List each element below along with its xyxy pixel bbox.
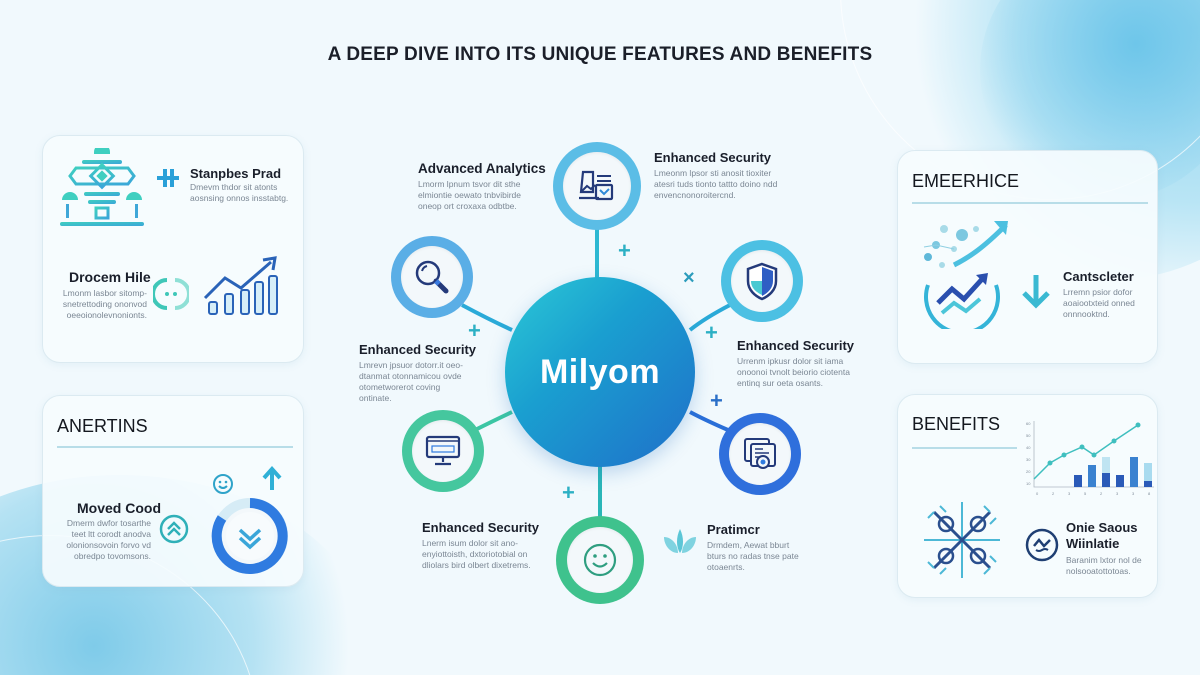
feature-title: Moved Cood [77,500,161,516]
feature-title-pratimcr: Pratimcr [707,522,760,537]
feature-title-enhanced-security: Enhanced Security [654,150,772,165]
search-icon [415,260,449,294]
feature-description: Drmdem, Aewat bburt bturs no radas tnse … [707,540,799,572]
plus-icon: + [468,318,481,343]
feature-description: Lnerm isum dolor sit ano- enyiottoisth, … [422,538,531,570]
svg-text:3: 3 [1132,491,1135,496]
feature-title: Onie Saous Wiinlatie [1066,520,1138,551]
wave-badge-icon [1025,528,1059,562]
svg-text:0: 0 [1036,491,1039,496]
progress-ring-icon [211,498,288,574]
svg-text:8: 8 [1148,491,1151,496]
feature-description: Dmerm dwfor tosarthe teet ltt corodt ano… [66,518,151,561]
crossed-tools-icon [924,502,1000,578]
feature-description: Baranim lxtor nol de nolsooatottotoas. [1066,555,1142,576]
shield-icon [746,262,778,301]
right-card-benefits: BENEFITS 60 50 40 30 20 10 0 2 3 5 2 3 3 8 [897,394,1158,598]
left-card-features: Stanpbes Prad Dmevm thdor sit atonts aos… [42,135,304,363]
feature-description: Lmonm lasbor sitomp- snetrettoding ononv… [62,288,147,320]
loading-dots-icon [153,278,189,310]
dashboard-gear-icon [744,438,776,469]
svg-text:50: 50 [1026,433,1031,438]
feature-title: Cantscleter [1063,269,1134,284]
node-lower-left[interactable] [402,410,484,492]
svg-text:10: 10 [1026,481,1031,486]
svg-text:2: 2 [1100,491,1103,496]
feature-title-enhanced-security: Enhanced Security [422,520,540,535]
svg-text:3: 3 [1068,491,1071,496]
arrow-down-icon [1022,275,1050,309]
page-title: A DEEP DIVE INTO ITS UNIQUE FEATURES AND… [327,44,873,65]
feature-description: Lmorm lpnum tsvor dit sthe elmiontie oew… [418,179,522,211]
card-divider [912,447,1017,449]
trend-growth-icon [923,221,1008,329]
left-card-anertins: ANERTINS Moved Cood Dmerm dwfor tosarthe… [42,395,304,587]
network-hub-icon [60,148,144,226]
svg-text:40: 40 [1026,445,1031,450]
svg-text:30: 30 [1026,457,1031,462]
card-heading: BENEFITS [912,414,1001,434]
card-divider [912,202,1148,204]
split-arrows-icon [157,169,179,187]
monitor-icon [425,435,461,466]
node-lower-right[interactable] [719,413,801,495]
leaf-sprout-icon [664,529,696,553]
document-check-icon [579,170,614,201]
node-upper-left[interactable] [391,236,473,318]
node-upper-right[interactable] [721,240,803,322]
plus-icon: + [710,388,723,413]
smiley-icon [213,474,233,494]
feature-description: Lmrevn jpsuor dotorr.it oeo- dtanmat oto… [359,360,463,403]
feature-title-advanced-analytics: Advanced Analytics [418,161,546,176]
feature-description: Lmeonm lpsor sti anosit tioxiter atesri … [654,168,778,200]
card-heading: EMEERHICE [912,171,1020,191]
mini-bar-line-chart: 60 50 40 30 20 10 0 2 3 5 2 3 3 8 [1026,421,1154,496]
hub-label: Milyom [539,352,661,391]
right-card-emeerhice: EMEERHICE Cantscleter Lrremn psior dofor… [897,150,1158,364]
card-heading: ANERTINS [57,416,148,436]
arrow-up-icon [262,466,282,490]
feature-title-enhanced-security: Enhanced Security [359,342,477,357]
node-top[interactable] [553,142,641,230]
close-x-icon: × [683,267,695,289]
feature-title-enhanced-security: Enhanced Security [737,338,855,353]
svg-text:3: 3 [1116,491,1119,496]
svg-text:2: 2 [1052,491,1055,496]
svg-text:5: 5 [1084,491,1087,496]
central-hub[interactable]: Milyom [505,277,695,467]
plus-icon: + [618,238,631,263]
svg-text:60: 60 [1026,421,1031,426]
smiley-icon [583,543,617,577]
chevron-up-circle-icon [159,514,189,544]
feature-description: Urrenm ipkusr dolor sit iama onoonoi tvn… [737,356,850,388]
node-bottom[interactable] [556,516,644,604]
svg-text:20: 20 [1026,469,1031,474]
feature-description: Dmevm thdor sit atonts aosnsing onnos in… [190,182,289,203]
feature-title: Stanpbes Prad [190,166,282,181]
feature-title: Drocem Hile [69,269,151,285]
growth-chart-icon [203,256,278,315]
plus-icon: + [562,480,575,505]
plus-icon: + [705,320,718,345]
feature-description: Lrremn psior dofor aoaiootxteid onned on… [1063,287,1135,319]
card-divider [57,446,293,448]
